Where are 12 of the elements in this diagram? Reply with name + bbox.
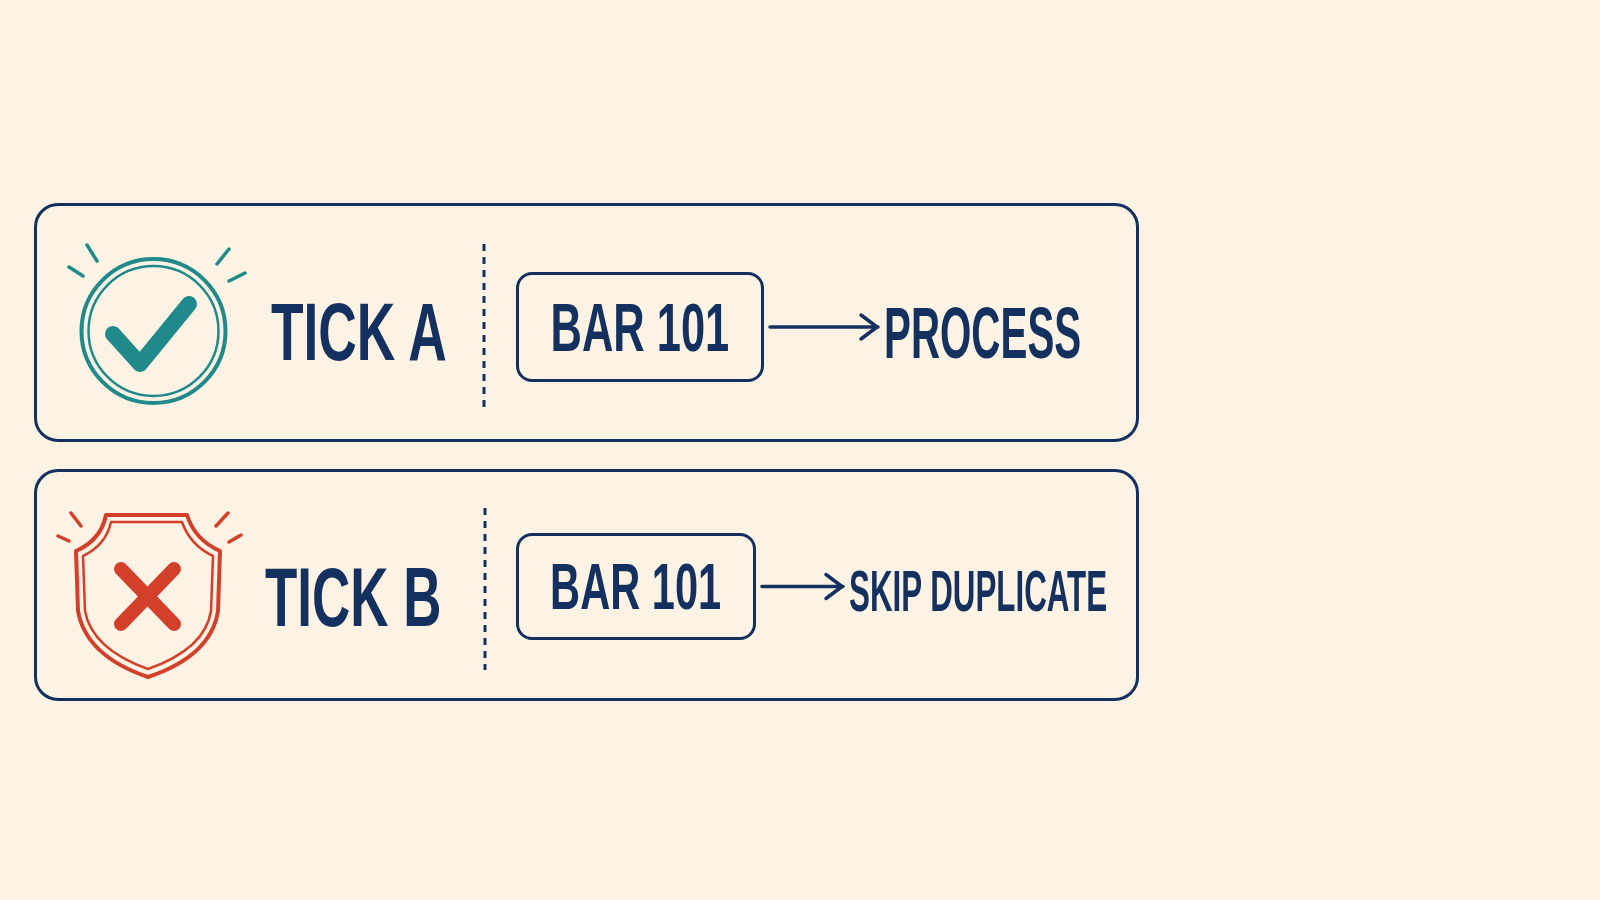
rounded-panel [34, 203, 1139, 442]
tick-heading: TICK B [265, 555, 442, 639]
bar-tag-box [516, 272, 764, 382]
arrow [760, 572, 845, 601]
bar-label: BAR 101 [550, 554, 722, 619]
outcome-label: PROCESS [884, 297, 1082, 369]
arrow [768, 313, 880, 341]
bar-tag-box [516, 533, 756, 640]
bar-label: BAR 101 [550, 292, 730, 362]
tick-heading: TICK A [271, 291, 447, 373]
outcome-label: SKIP DUPLICATE [849, 562, 1108, 620]
rounded-panel [34, 469, 1139, 701]
